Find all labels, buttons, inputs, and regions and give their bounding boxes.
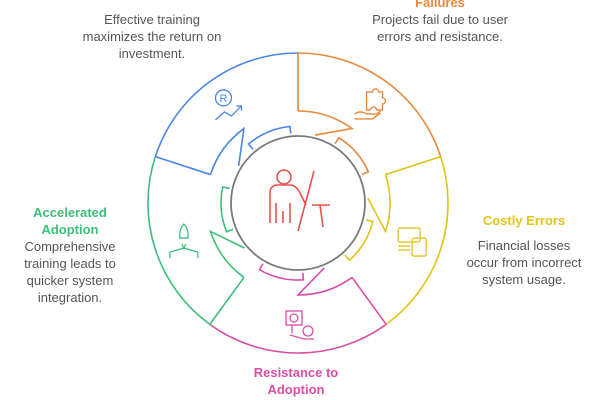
- inner-band-b: [344, 219, 374, 262]
- hand: [354, 110, 381, 120]
- segment-resistance: [209, 263, 387, 354]
- bill-stack: [398, 245, 411, 251]
- inner-band-a: [367, 174, 391, 234]
- circle: [214, 89, 233, 107]
- puzzle-hand-icon: [354, 88, 387, 120]
- bill: [397, 227, 421, 243]
- inner-band-b: [247, 125, 292, 150]
- outer-arc: [209, 323, 387, 354]
- divider-line: [209, 276, 245, 325]
- adoption-title: Accelerated Adoption: [33, 205, 107, 237]
- costly-errors-title: Costly Errors: [482, 213, 566, 228]
- rocket: [169, 223, 199, 259]
- inner-band-b: [220, 186, 234, 233]
- roi-growth-icon: R: [214, 89, 243, 121]
- costly-errors-body: Financial losses occur from incorrect sy…: [466, 238, 582, 287]
- divider-line: [351, 276, 387, 325]
- outer-arc: [154, 52, 299, 157]
- center-circle: [230, 135, 366, 271]
- inner-band-b: [258, 263, 305, 281]
- inner-band-a: [297, 110, 355, 136]
- inner-band-a: [209, 126, 245, 175]
- r-glyph: R: [219, 93, 227, 105]
- segment-costly: [344, 155, 449, 325]
- trainer-presenting-icon: [269, 169, 330, 232]
- head: [276, 169, 292, 185]
- inner-band-a: [296, 267, 353, 296]
- inner-band-a: [209, 229, 245, 279]
- segment-adoption: [147, 156, 245, 325]
- money-calculator-icon: [397, 227, 427, 257]
- inner-band-b: [334, 136, 370, 176]
- outer-arc: [297, 52, 442, 157]
- body: [269, 184, 307, 223]
- segment-failures: [297, 52, 442, 176]
- arrow: [215, 105, 243, 121]
- puzzle: [365, 88, 387, 111]
- failures-title: Failures: [415, 0, 465, 10]
- ban: [289, 313, 299, 323]
- head: [302, 325, 314, 337]
- divider-line: [385, 155, 441, 176]
- costly-errors-text: Costly Errors Financial losses occur fro…: [462, 212, 586, 288]
- outer-arc: [147, 156, 211, 325]
- body: [289, 325, 314, 340]
- sign: [285, 310, 303, 326]
- failures-body: Projects fail due to user errors and res…: [372, 12, 508, 44]
- pointer: [297, 170, 315, 232]
- adoption-body: Comprehensive training leads to quicker …: [24, 239, 116, 305]
- segment-roi: R: [154, 52, 299, 176]
- blocked-person-icon: [285, 310, 314, 340]
- divider-line: [155, 155, 211, 176]
- roi-body: Effective training maximizes the return …: [82, 12, 222, 61]
- resistance-text: Resistance to Adoption: [236, 364, 356, 398]
- resistance-title: Resistance to Adoption: [253, 365, 339, 397]
- adoption-text: Accelerated Adoption Comprehensive train…: [8, 204, 132, 306]
- failures-text: Failures Projects fail due to user error…: [370, 0, 510, 45]
- desk: [312, 204, 330, 228]
- rocket-launch-icon: [169, 223, 199, 259]
- outer-arc: [385, 156, 449, 325]
- calculator: [411, 237, 427, 257]
- roi-text: Effective training maximizes the return …: [72, 11, 232, 62]
